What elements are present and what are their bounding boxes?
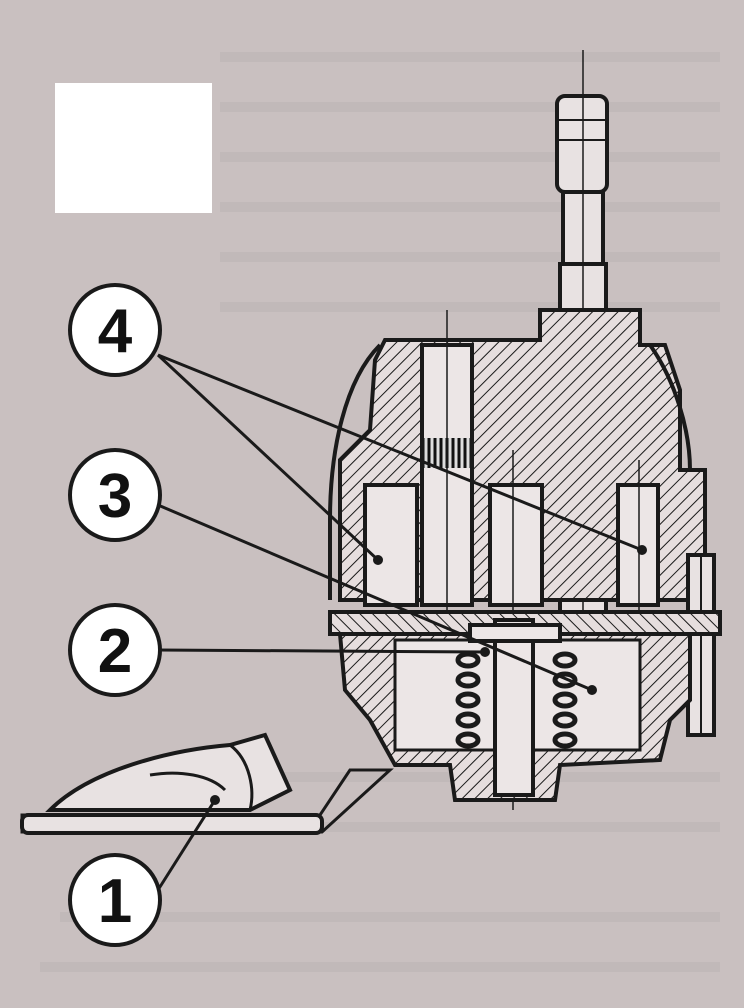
callout-3-label: 3 [98, 462, 132, 531]
blank-mask-box [55, 83, 212, 213]
callout-3: 3 [68, 448, 162, 542]
callout-2-label: 2 [98, 617, 132, 686]
callout-4-label: 4 [98, 297, 133, 366]
valve-spring [455, 651, 578, 749]
inlet-pipe-and-base [20, 732, 394, 835]
callout-1: 1 [68, 853, 162, 947]
callout-4: 4 [68, 283, 162, 377]
callout-1-label: 1 [98, 867, 132, 936]
upper-housing [328, 308, 716, 810]
leader-dots [210, 545, 647, 805]
callout-2: 2 [68, 603, 162, 697]
leader-lines [156, 353, 643, 891]
